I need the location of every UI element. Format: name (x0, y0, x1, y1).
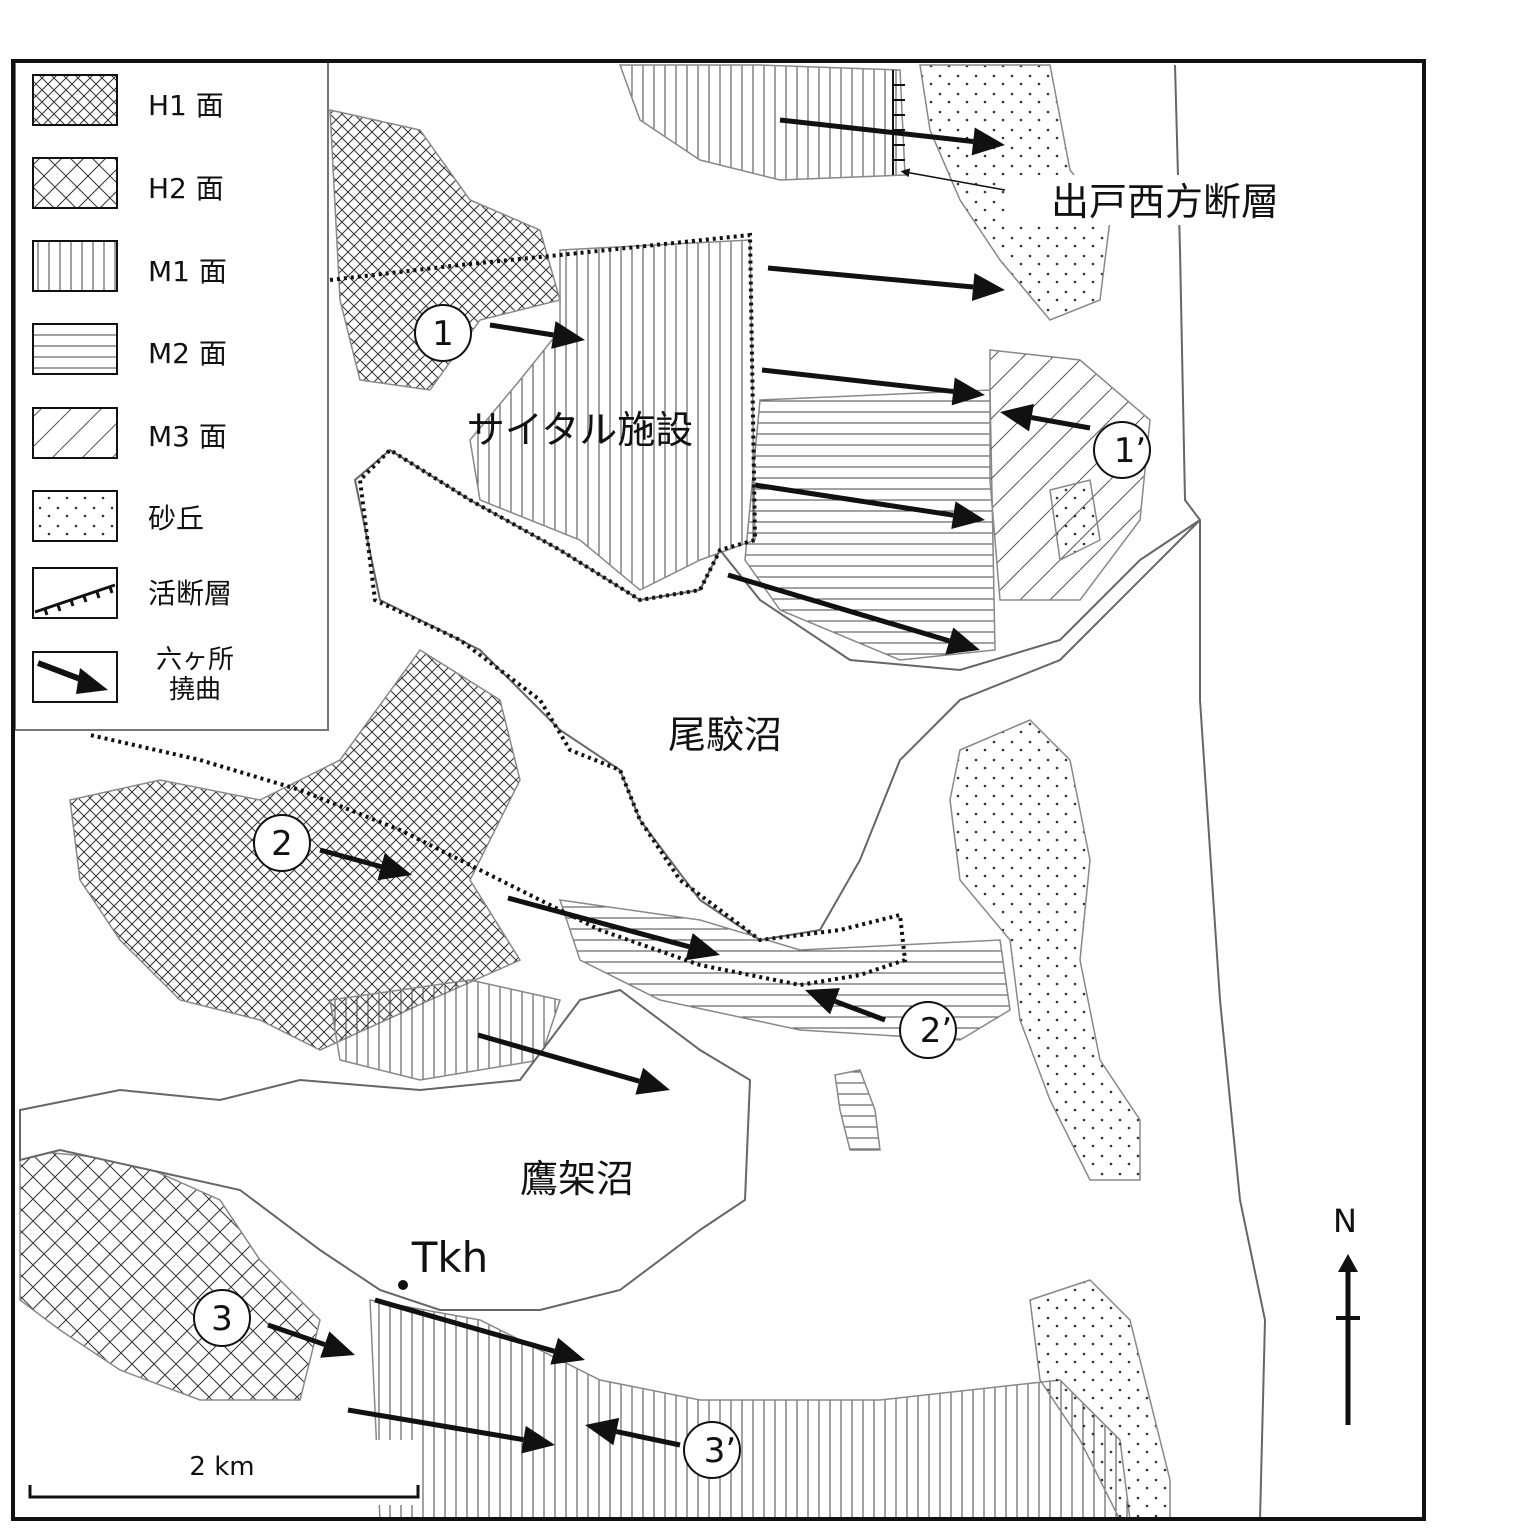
m1-area-facility (469, 239, 756, 591)
flexure-arrow (1000, 403, 1091, 432)
profile-marker-2: 2 (253, 814, 311, 872)
flexure-arrow (805, 988, 886, 1023)
profile-1-label: 1 (432, 314, 454, 354)
flexure-arrow (347, 1407, 555, 1454)
fault-name-label: 出戸西方断層 (1051, 180, 1279, 224)
place-labels: 出戸西方断層 サイタル施設 尾駮沼 鷹架沼 Tkh (398, 175, 1320, 1290)
legend-item-m2: M2 面 (32, 323, 227, 375)
coastline (1174, 64, 1267, 1521)
tkh-point (398, 1280, 408, 1290)
m2-area-central (558, 899, 1011, 1041)
dune-area-central (949, 719, 1141, 1181)
fault-line-dehe (892, 70, 1006, 191)
legend-label-h2: H2 面 (148, 172, 224, 205)
flexure-arrow (585, 1417, 681, 1448)
flexure-arrow (319, 847, 412, 881)
legend-item-fault: 活断層 (32, 567, 232, 619)
flexure-arrow (267, 1322, 355, 1358)
legend-label-dune: 砂丘 (148, 502, 204, 535)
legend-item-m3: M3 面 (32, 407, 227, 459)
flexure-arrow (507, 895, 720, 961)
legend-item-h1: H1 面 (32, 74, 224, 126)
legend-label-flexure-1: 六ヶ所 (156, 645, 234, 675)
profile-marker-1b: 1’ (1093, 421, 1151, 479)
legend-item-m1: M1 面 (32, 240, 227, 292)
legend-label-m3: M3 面 (148, 420, 227, 453)
flexure-arrow (767, 265, 1005, 301)
flexure-arrows (267, 117, 1091, 1454)
profile-marker-3b: 3’ (683, 1421, 741, 1479)
legend-item-flexure: 六ヶ所 撓曲 (32, 645, 234, 705)
legend-label-fault: 活断層 (148, 577, 232, 610)
flexure-arrow (779, 117, 1005, 156)
map-frame (11, 59, 1426, 1521)
scale-label: 2 km (189, 1452, 254, 1482)
scale-bar: 2 km (22, 1440, 422, 1505)
profile-2-label: 2 (271, 824, 293, 864)
flexure-arrow (477, 1032, 670, 1095)
m1-area-north (618, 64, 906, 181)
profile-3-label: 3 (211, 1299, 233, 1339)
profile-3b-label: 3’ (704, 1431, 736, 1471)
lake-obuchi-label: 尾駮沼 (668, 713, 782, 757)
profile-marker-2b: 2’ (899, 1001, 957, 1059)
legend-label-flexure-2: 撓曲 (169, 675, 221, 705)
north-arrow: N (1333, 1202, 1360, 1425)
north-label: N (1333, 1202, 1357, 1240)
flexure-arrow (489, 321, 585, 349)
h1-area-north (329, 109, 561, 391)
h2-area-south (19, 1149, 321, 1401)
flexure-arrow (761, 367, 985, 406)
profile-markers: 1 1’ 2 2’ 3 3’ (193, 304, 1151, 1479)
legend-label-m1: M1 面 (148, 255, 227, 288)
legend: H1 面 H2 面 M1 面 M2 面 M3 面 砂丘 活断層 六ヶ所 撓曲 (14, 61, 329, 731)
legend-label-h1: H1 面 (148, 89, 224, 122)
flexure-arrow (374, 1297, 585, 1365)
profile-marker-1: 1 (414, 304, 472, 362)
legend-item-h2: H2 面 (32, 157, 224, 209)
profile-2b-label: 2’ (920, 1011, 952, 1051)
profile-marker-3: 3 (193, 1289, 251, 1347)
flexure-arrow (754, 482, 985, 530)
facility-boundary (89, 232, 908, 988)
dune-area-south (1029, 1279, 1171, 1521)
flexure-arrow (727, 572, 980, 655)
m2-area-small (834, 1069, 881, 1151)
legend-label-m2: M2 面 (148, 337, 227, 370)
lake-takahoko-label: 鷹架沼 (520, 1157, 634, 1201)
legend-item-dune: 砂丘 (32, 490, 204, 542)
m1-area-central (329, 979, 561, 1081)
dune-area-east (1049, 479, 1101, 562)
profile-1b-label: 1’ (1114, 431, 1146, 471)
lake-takahoko (19, 988, 752, 1311)
tkh-label: Tkh (411, 1233, 489, 1282)
facility-label: サイタル施設 (467, 408, 693, 452)
